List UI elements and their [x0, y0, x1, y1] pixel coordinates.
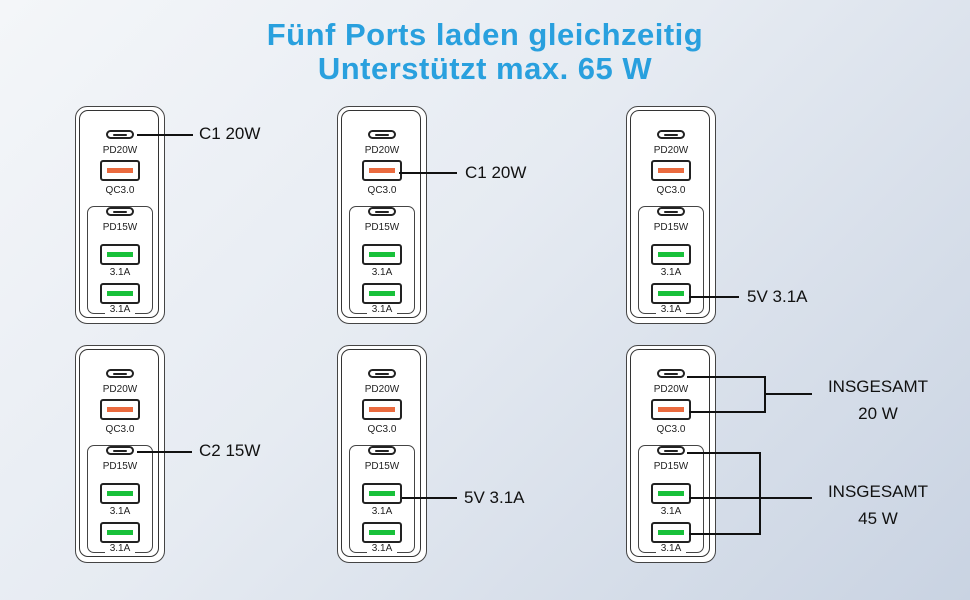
usb-a-port-icon [100, 283, 140, 304]
usb-a-port-icon [362, 522, 402, 543]
charger-panel-3: PD20W QC3.0 PD15W 3.1A 3.1A [626, 106, 716, 324]
usb-a-port-icon [100, 522, 140, 543]
port-label-pd20w: PD20W [364, 145, 400, 156]
port-label-pd20w: PD20W [653, 384, 689, 395]
usb-a-port-icon [362, 483, 402, 504]
port-label-pd20w: PD20W [653, 145, 689, 156]
charger-panel-4: PD20W QC3.0 PD15W 3.1A 3.1A [75, 345, 165, 563]
usb-c-port-icon [657, 369, 685, 378]
usb-a-port-icon [651, 283, 691, 304]
bracket-line [689, 497, 761, 499]
usb-c-port-icon [368, 207, 396, 216]
usb-c-port-icon [106, 207, 134, 216]
usb-c-port-icon [368, 446, 396, 455]
callout-line [137, 134, 193, 136]
callout-c1-20w-qc: C1 20W [465, 163, 527, 182]
port-label-pd15w: PD15W [364, 222, 400, 233]
port-label-qc3: QC3.0 [105, 424, 135, 435]
port-label-qc3: QC3.0 [105, 185, 135, 196]
charger-panel-1: PD20W QC3.0 PD15W 3.1A 3.1A [75, 106, 165, 324]
usb-c-port-icon [106, 369, 134, 378]
port-label-3-1a: 3.1A [367, 543, 397, 554]
port-label-pd15w: PD15W [102, 222, 138, 233]
title-line-1: Fünf Ports laden gleichzeitig [266, 17, 704, 52]
callout-line [399, 172, 457, 174]
usb-c-port-icon [657, 130, 685, 139]
port-label-3-1a: 3.1A [105, 304, 135, 315]
port-label-3-1a: 3.1A [109, 267, 131, 278]
port-label-3-1a: 3.1A [105, 543, 135, 554]
port-label-qc3: QC3.0 [367, 424, 397, 435]
usb-a-port-icon [100, 483, 140, 504]
usb-a-port-icon [100, 160, 140, 181]
usb-c-port-icon [368, 130, 396, 139]
charger-panel-2: PD20W QC3.0 PD15W 3.1A 3.1A [337, 106, 427, 324]
port-label-pd15w: PD15W [364, 461, 400, 472]
usb-a-port-icon [651, 160, 691, 181]
callout-total-20w-value: 20 W [858, 404, 898, 423]
bracket-line [689, 533, 761, 535]
callout-total-45w-label: INSGESAMT [827, 482, 929, 501]
port-label-qc3: QC3.0 [367, 185, 397, 196]
port-label-3-1a: 3.1A [660, 506, 682, 517]
port-label-pd15w: PD15W [653, 461, 689, 472]
callout-line [137, 451, 192, 453]
port-label-pd15w: PD15W [102, 461, 138, 472]
usb-c-port-icon [106, 446, 134, 455]
usb-a-port-icon [362, 244, 402, 265]
bracket-line [687, 452, 761, 454]
usb-a-port-icon [100, 244, 140, 265]
usb-c-port-icon [657, 207, 685, 216]
bracket-line [687, 376, 766, 378]
port-label-pd20w: PD20W [102, 145, 138, 156]
callout-5v-3-1a-bottom: 5V 3.1A [464, 488, 525, 507]
callout-total-45w-value: 45 W [858, 509, 898, 528]
callout-total-20w-label: INSGESAMT [827, 377, 929, 396]
usb-a-port-icon [362, 399, 402, 420]
bracket-line [689, 411, 766, 413]
port-label-3-1a: 3.1A [109, 506, 131, 517]
port-label-pd20w: PD20W [364, 384, 400, 395]
port-label-qc3: QC3.0 [656, 185, 686, 196]
usb-a-port-icon [651, 244, 691, 265]
port-label-3-1a: 3.1A [660, 267, 682, 278]
title-line-2: Unterstützt max. 65 W [317, 51, 653, 86]
usb-c-port-icon [106, 130, 134, 139]
charger-panel-5: PD20W QC3.0 PD15W 3.1A 3.1A [337, 345, 427, 563]
bracket-line [766, 393, 812, 395]
callout-line [402, 497, 457, 499]
bracket-line [764, 376, 766, 413]
port-label-3-1a: 3.1A [656, 304, 686, 315]
usb-c-port-icon [657, 446, 685, 455]
callout-c1-20w: C1 20W [199, 124, 261, 143]
callout-c2-15w: C2 15W [199, 441, 261, 460]
port-label-3-1a: 3.1A [367, 304, 397, 315]
port-label-qc3: QC3.0 [656, 424, 686, 435]
usb-a-port-icon [100, 399, 140, 420]
bracket-line [759, 452, 761, 535]
port-label-3-1a: 3.1A [656, 543, 686, 554]
usb-a-port-icon [651, 483, 691, 504]
callout-5v-3-1a-top: 5V 3.1A [747, 287, 808, 306]
usb-a-port-icon [362, 160, 402, 181]
callout-line [689, 296, 739, 298]
port-label-pd20w: PD20W [102, 384, 138, 395]
usb-c-port-icon [368, 369, 396, 378]
usb-a-port-icon [651, 522, 691, 543]
port-label-pd15w: PD15W [653, 222, 689, 233]
usb-a-port-icon [651, 399, 691, 420]
port-label-3-1a: 3.1A [371, 506, 393, 517]
port-label-3-1a: 3.1A [371, 267, 393, 278]
bracket-line [761, 497, 812, 499]
usb-a-port-icon [362, 283, 402, 304]
